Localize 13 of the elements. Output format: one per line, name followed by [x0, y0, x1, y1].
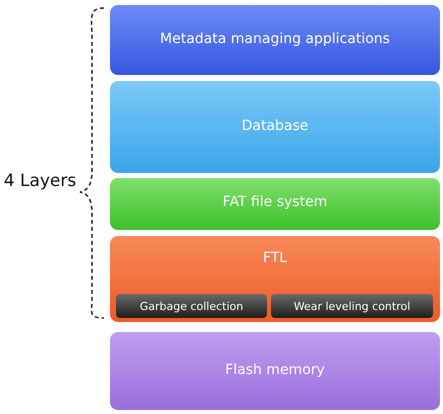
- layer-label: Database: [240, 118, 310, 134]
- layer-count-label: 4 Layers: [2, 170, 78, 192]
- layer-label: Metadata managing applications: [159, 31, 391, 47]
- layer-label: Flash memory: [224, 362, 326, 378]
- component-box: Wear leveling control: [271, 294, 433, 318]
- component-box: Garbage collection: [116, 294, 267, 318]
- layer-box: [110, 236, 440, 322]
- layer-label: FTL: [262, 250, 288, 266]
- layer-box: [110, 332, 440, 410]
- layer-box: [110, 81, 440, 173]
- layer-box: [110, 178, 440, 230]
- layer-box: [110, 5, 440, 75]
- layer-label: FAT file system: [222, 194, 328, 210]
